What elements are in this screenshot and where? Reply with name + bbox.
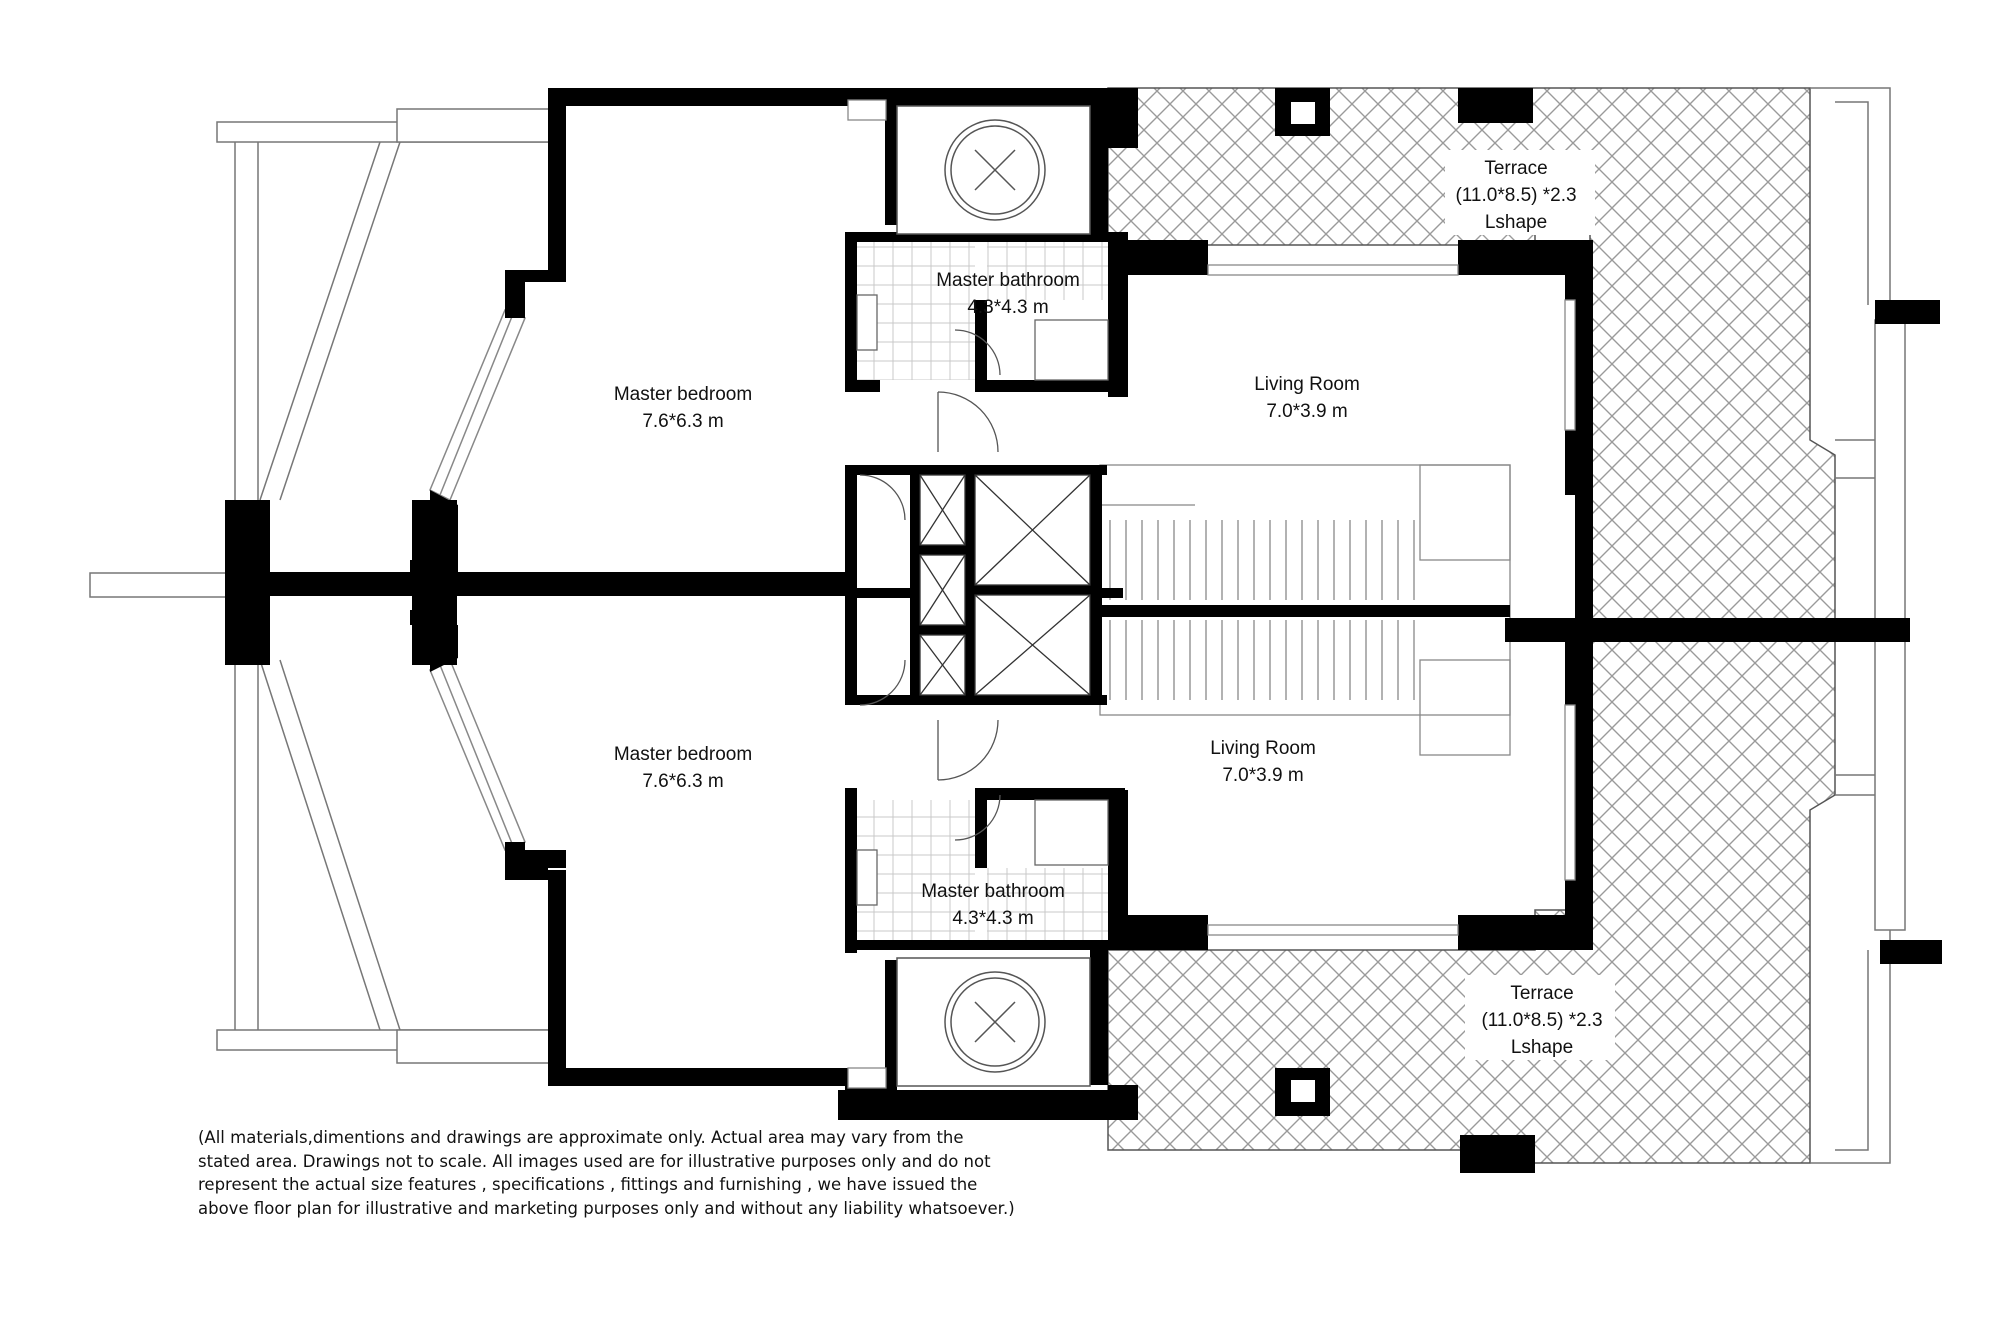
disclaimer-line: above floor plan for illustrative and ma… — [198, 1198, 1015, 1218]
living-bottom-name: Living Room — [1210, 738, 1316, 759]
left-balcony — [89, 108, 563, 1064]
room-label-living-top: Living Room 7.0*3.9 m — [1254, 374, 1360, 422]
room-label-terrace-top: Terrace (11.0*8.5) *2.3 Lshape — [1455, 158, 1576, 233]
lightwell-bottom — [896, 957, 1091, 1087]
bath-top-name: Master bathroom — [936, 270, 1080, 291]
terrace-bottom-shape: Lshape — [1511, 1037, 1573, 1058]
bedroom-top-size: 7.6*6.3 m — [642, 411, 723, 432]
room-label-bath-top: Master bathroom 4.3*4.3 m — [936, 270, 1080, 318]
doors — [859, 329, 1001, 841]
terrace-bottom-size: (11.0*8.5) *2.3 — [1481, 1010, 1602, 1031]
bedroom-bottom-size: 7.6*6.3 m — [642, 771, 723, 792]
disclaimer-line: (All materials,dimentions and drawings a… — [198, 1128, 964, 1147]
bath-bottom-name: Master bathroom — [921, 881, 1065, 902]
living-bottom-size: 7.0*3.9 m — [1222, 765, 1303, 786]
terrace-top-size: (11.0*8.5) *2.3 — [1455, 185, 1576, 206]
room-label-terrace-bottom: Terrace (11.0*8.5) *2.3 Lshape — [1481, 983, 1602, 1058]
lift-core — [919, 474, 1091, 696]
room-label-bath-bottom: Master bathroom 4.3*4.3 m — [921, 881, 1065, 929]
living-top-name: Living Room — [1254, 374, 1360, 395]
lightwell-top — [896, 105, 1091, 235]
room-label-bedroom-bottom: Master bedroom 7.6*6.3 m — [614, 744, 752, 792]
living-top-size: 7.0*3.9 m — [1266, 401, 1347, 422]
bedroom-top-name: Master bedroom — [614, 384, 752, 405]
walls — [225, 88, 1942, 1173]
room-label-bedroom-top: Master bedroom 7.6*6.3 m — [614, 384, 752, 432]
room-label-living-bottom: Living Room 7.0*3.9 m — [1210, 738, 1316, 786]
disclaimer-line: stated area. Drawings not to scale. All … — [198, 1151, 991, 1171]
disclaimer-text: (All materials,dimentions and drawings a… — [198, 1126, 1078, 1220]
bath-bottom-size: 4.3*4.3 m — [952, 908, 1033, 929]
terrace-top-name: Terrace — [1484, 158, 1547, 179]
terrace-top-shape: Lshape — [1485, 212, 1547, 233]
terrace-bottom-name: Terrace — [1510, 983, 1573, 1004]
bedroom-bottom-name: Master bedroom — [614, 744, 752, 765]
disclaimer-line: represent the actual size features , spe… — [198, 1175, 978, 1194]
staircase — [1099, 464, 1511, 756]
bath-top-size: 4.3*4.3 m — [967, 297, 1048, 318]
